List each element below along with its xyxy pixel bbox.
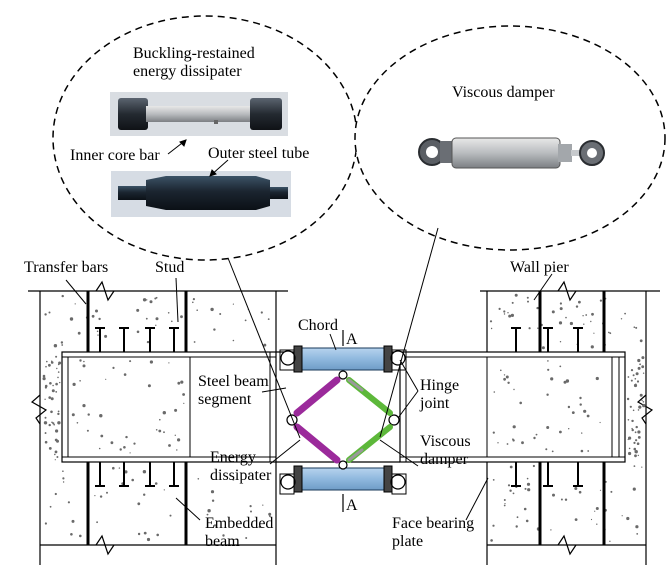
face-bearing-plate-label-line2: plate <box>392 533 423 550</box>
outer-steel-tube-photo <box>111 171 291 217</box>
embedded-beam-right <box>399 351 626 463</box>
bubble-leader-lines <box>227 227 439 439</box>
hinge-joints <box>280 350 406 490</box>
viscous-damper-title: Viscous damper <box>452 84 555 101</box>
viscous-damper-photo <box>411 126 611 184</box>
transfer-bars-label: Transfer bars <box>24 259 108 276</box>
hinge-joint-label-line2: joint <box>419 395 450 412</box>
inner-core-bar-photo <box>110 92 288 136</box>
bottom-chord <box>293 465 393 493</box>
embedded-beam-label-line1: Embedded <box>205 515 273 532</box>
energy-dissipater-label-line2: dissipater <box>210 467 272 484</box>
bubble-left-title-line1: Buckling-restained <box>133 45 255 62</box>
transfer-bars <box>86 291 606 545</box>
viscous-damper-label-line2: damper <box>420 451 469 468</box>
inner-core-bar-label: Inner core bar <box>70 147 160 164</box>
section-a-top-label: A <box>346 331 358 348</box>
hinge-housings <box>279 349 407 495</box>
shear-studs <box>95 327 583 487</box>
wall-pier-label: Wall pier <box>510 259 569 276</box>
label-arrows <box>65 139 553 521</box>
hinge-joint-label-line1: Hinge <box>420 377 459 394</box>
steel-beam-label-line1: Steel beam <box>198 373 269 390</box>
energy-dissipater-braces <box>293 376 341 464</box>
section-a-bottom-label: A <box>346 497 358 514</box>
chord-label: Chord <box>298 317 338 334</box>
viscous-damper-braces <box>346 377 393 463</box>
energy-dissipater-label-line1: Energy <box>210 449 256 466</box>
embedded-beam-left <box>61 351 277 463</box>
concrete-aggregate-texture <box>42 293 646 542</box>
beam-concrete-texture <box>71 359 601 454</box>
face-bearing-plate-label-line1: Face bearing <box>392 515 474 532</box>
embedded-beam-label-line2: beam <box>205 533 240 550</box>
top-chord <box>293 345 393 373</box>
bubble-left-title-line2: energy dissipater <box>133 63 242 80</box>
stud-label: Stud <box>155 259 184 276</box>
outer-steel-tube-label: Outer steel tube <box>208 145 309 162</box>
steel-beam-label-line2: segment <box>198 391 252 408</box>
viscous-damper-label-line1: Viscous <box>420 433 471 450</box>
